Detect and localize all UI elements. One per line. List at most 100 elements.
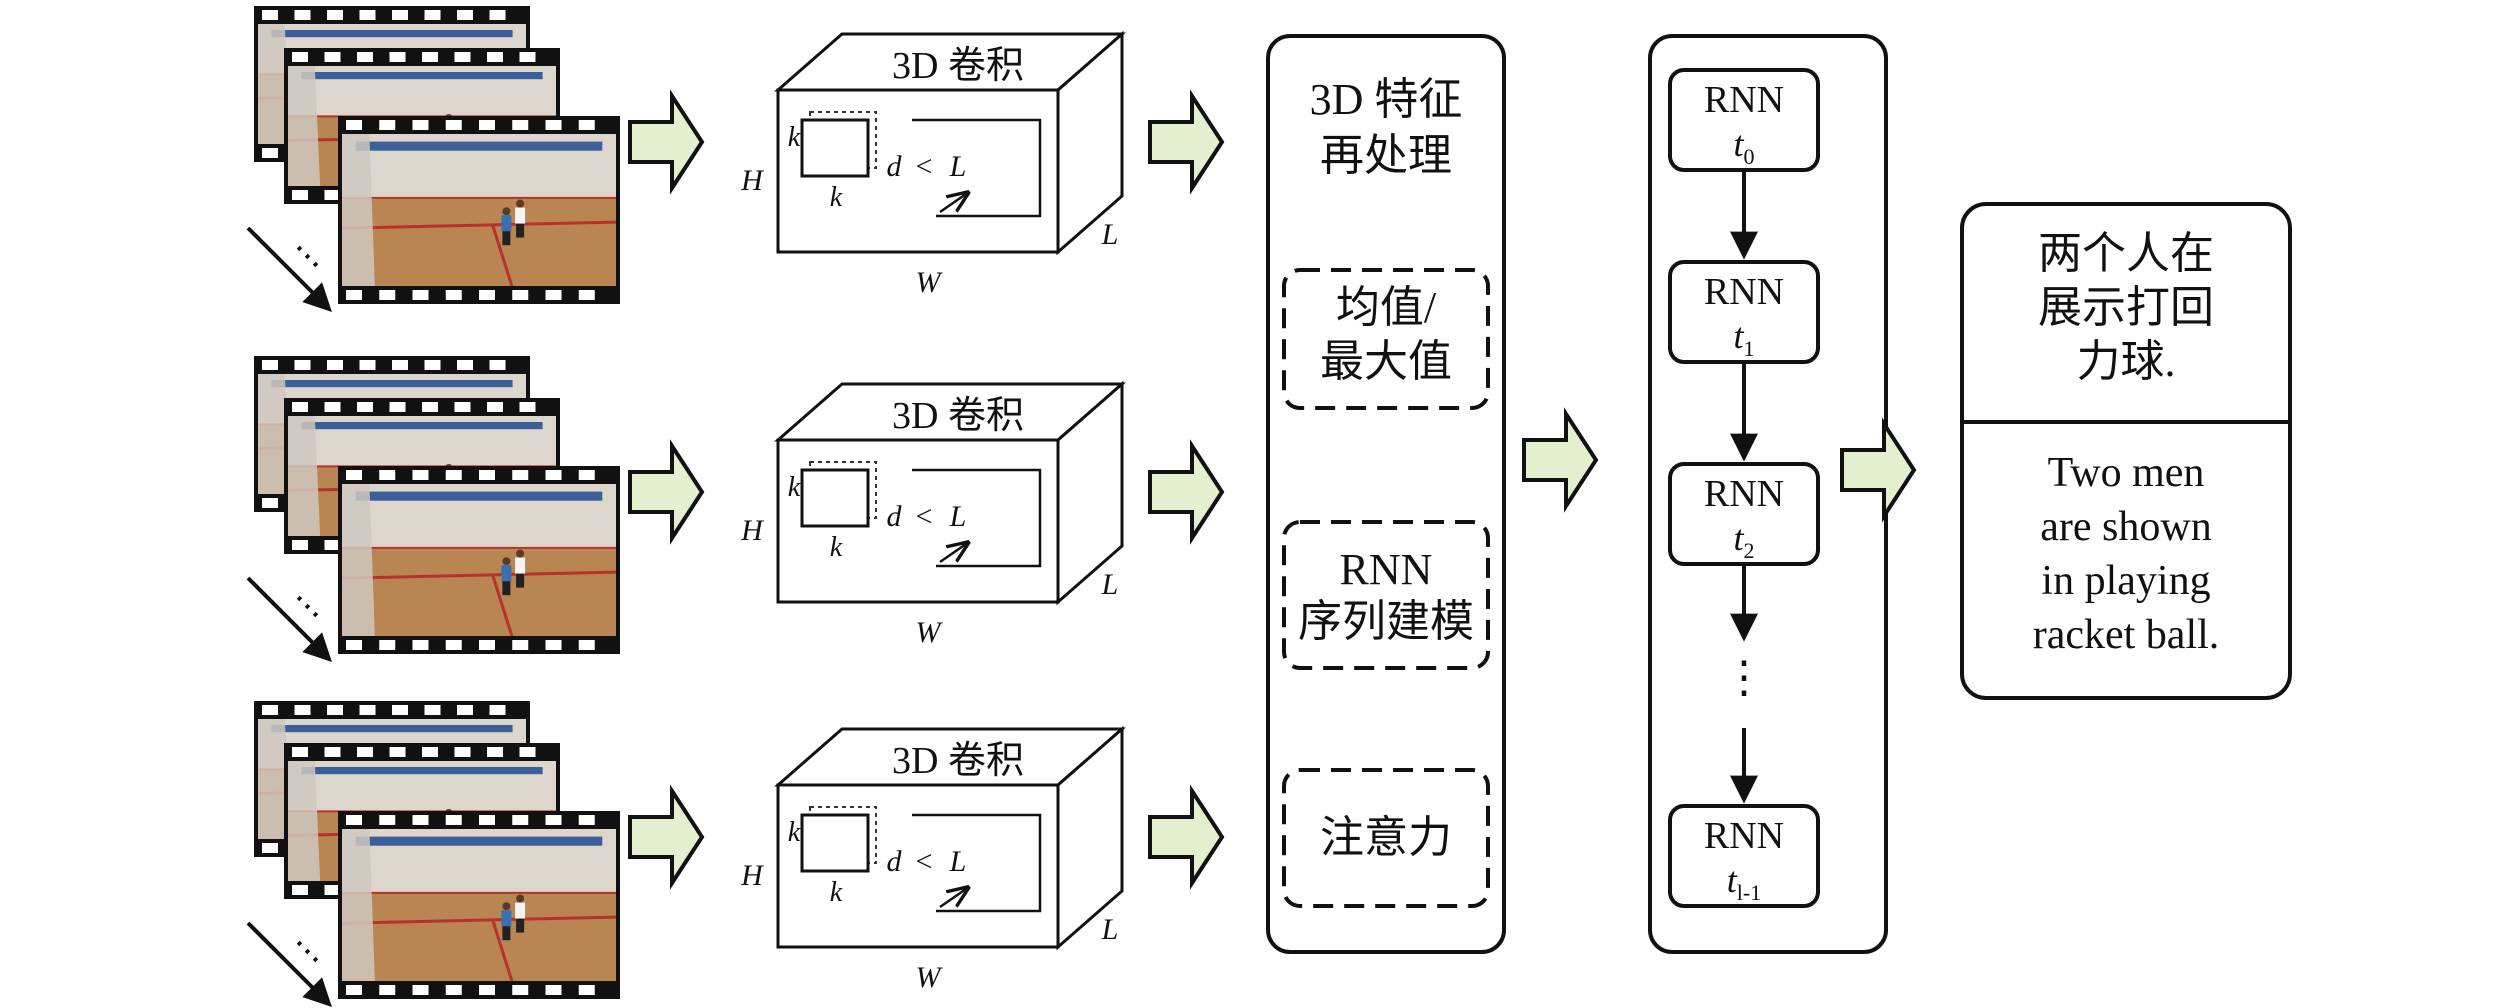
axis-W-label: W	[916, 266, 944, 299]
sprocket-hole	[346, 985, 362, 995]
court-floor	[342, 892, 616, 981]
player-body	[501, 215, 512, 232]
sprocket-hole	[379, 985, 396, 995]
sprocket-hole	[578, 815, 595, 825]
sprocket-hole	[392, 360, 408, 370]
sprocket-hole	[327, 705, 343, 715]
sprocket-hole	[454, 747, 471, 757]
time-ellipsis: ⋯	[282, 581, 332, 631]
time-ellipsis: ⋯	[282, 231, 332, 281]
sprocket-hole	[512, 815, 529, 825]
sprocket-hole	[545, 815, 562, 825]
conv3d-title: 3D 卷积	[892, 740, 1024, 782]
court-line	[341, 570, 617, 580]
court-line	[341, 220, 617, 230]
sprocket-hole	[324, 52, 341, 62]
sprocket-hole	[324, 540, 341, 550]
sprocket-hole	[489, 10, 506, 20]
player-body	[501, 565, 512, 582]
court-line	[341, 915, 617, 925]
sprocket-hole	[445, 640, 462, 650]
rnn-vertical-ellipsis: ⋮	[1722, 653, 1766, 702]
option-attention-label: 注意力	[1320, 813, 1452, 862]
player-head	[502, 557, 511, 566]
sprocket-hole	[324, 402, 341, 412]
sprocket-hole	[327, 10, 343, 20]
sprocket-hole	[412, 815, 429, 825]
sprocket-hole	[359, 10, 376, 20]
player-head	[516, 894, 525, 903]
output-caption-box: 两个人在 展示打回 力球. Two men are shown in playi…	[1960, 202, 2292, 700]
kernel-k-bottom: k	[830, 182, 843, 213]
sprocket-hole	[412, 985, 429, 995]
player-body	[515, 902, 526, 919]
option-rnn-sequence-line1: RNN	[1340, 545, 1433, 594]
sprocket-hole	[294, 10, 311, 20]
sprocket-hole	[445, 815, 462, 825]
axis-H-label: H	[740, 859, 765, 892]
option-mean-max-border	[1282, 268, 1490, 410]
arrow-rnn-to-output	[1840, 417, 1917, 523]
feature-processing-box: 3D 特征 再处理 均值/ 最大值 RNN 序列建模 注意力	[1266, 34, 1506, 954]
sliding-arrow	[939, 889, 966, 909]
sprocket-hole	[545, 470, 562, 480]
sprocket-hole	[359, 705, 376, 715]
time-arrow	[246, 226, 332, 312]
stride-lt-symbol: <	[916, 500, 933, 533]
axis-L-label: L	[1101, 913, 1119, 946]
stride-L-label: L	[949, 150, 967, 183]
sprocket-hole	[489, 705, 506, 715]
sliding-path	[912, 813, 1042, 913]
court-banner	[355, 491, 603, 501]
sprocket-hole	[262, 10, 278, 20]
sprocket-hole	[292, 540, 308, 550]
sprocket-hole	[445, 985, 462, 995]
stride-d-label: d	[887, 500, 903, 533]
kernel-k-left: k	[788, 472, 801, 503]
sprocket-hole	[379, 640, 396, 650]
option-rnn-sequence: RNN 序列建模	[1282, 520, 1490, 670]
court-line	[491, 919, 514, 982]
arrow-conv-to-feature-1	[1148, 89, 1225, 195]
sprocket-hole	[262, 360, 278, 370]
axis-H-label: H	[740, 164, 765, 197]
caption-en-line2: are shown	[2040, 504, 2211, 550]
sprocket-hole	[379, 290, 396, 300]
arrow-frames-to-conv-2	[628, 439, 705, 545]
sprocket-hole	[346, 290, 362, 300]
sprocket-hole	[512, 640, 529, 650]
sprocket-hole	[357, 402, 373, 412]
sprocket-hole	[359, 360, 376, 370]
player-body	[501, 910, 512, 927]
kernel-square	[800, 813, 870, 873]
axis-W-label: W	[916, 961, 944, 994]
sprocket-hole	[479, 815, 495, 825]
option-rnn-sequence-line2: 序列建模	[1298, 597, 1474, 646]
feature-box-outline	[1266, 34, 1506, 954]
arrow-conv-to-feature-2	[1148, 439, 1225, 545]
sprocket-hole	[346, 815, 362, 825]
feature-box-title-line2: 再处理	[1320, 131, 1452, 180]
arrow-frames-to-conv-3	[628, 784, 705, 890]
axis-W-label: W	[916, 616, 944, 649]
sprocket-hole	[454, 402, 471, 412]
player-legs	[516, 573, 525, 588]
sprocket-hole	[479, 120, 495, 130]
axis-L-label: L	[1101, 218, 1119, 251]
sprocket-hole	[292, 747, 308, 757]
rnn-cell-time: t0	[1733, 124, 1754, 169]
court-floor	[342, 547, 616, 636]
player-head	[516, 199, 525, 208]
sprocket-hole	[412, 120, 429, 130]
stride-d-label: d	[887, 150, 903, 183]
arrow-conv-to-feature-3	[1148, 784, 1225, 890]
sprocket-hole	[424, 10, 441, 20]
rnn-cell-time: t1	[1733, 316, 1754, 361]
sprocket-hole	[454, 52, 471, 62]
